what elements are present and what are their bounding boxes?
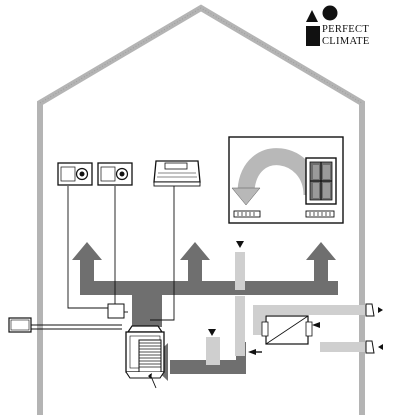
junction-box xyxy=(108,304,124,318)
air-handler-icon xyxy=(126,326,164,388)
floor-grille-icon xyxy=(306,211,334,217)
intake-arrow xyxy=(378,344,383,350)
thermostat-icon xyxy=(154,161,200,186)
window-icon xyxy=(306,158,336,204)
room-inset xyxy=(229,137,343,223)
brand-name-line1: PERFECT xyxy=(322,25,369,36)
duct-arrow-down xyxy=(236,241,244,248)
vent-arrow-left xyxy=(312,322,320,328)
exhaust-arrow xyxy=(378,307,383,313)
outdoor-terminals xyxy=(366,304,374,353)
duct-arrow-down-2 xyxy=(208,329,216,336)
camera-unit-icon xyxy=(58,163,92,185)
floor-grille-icon xyxy=(234,211,260,217)
vent-arrow-left-2 xyxy=(248,349,256,355)
ventilation-duct xyxy=(206,252,368,365)
brand-name-line2: CLIMATE xyxy=(322,37,370,48)
ventilation-unit-icon xyxy=(262,316,312,344)
camera-unit-icon xyxy=(98,163,132,185)
brand-logo: PERFECT CLIMATE xyxy=(306,4,400,54)
